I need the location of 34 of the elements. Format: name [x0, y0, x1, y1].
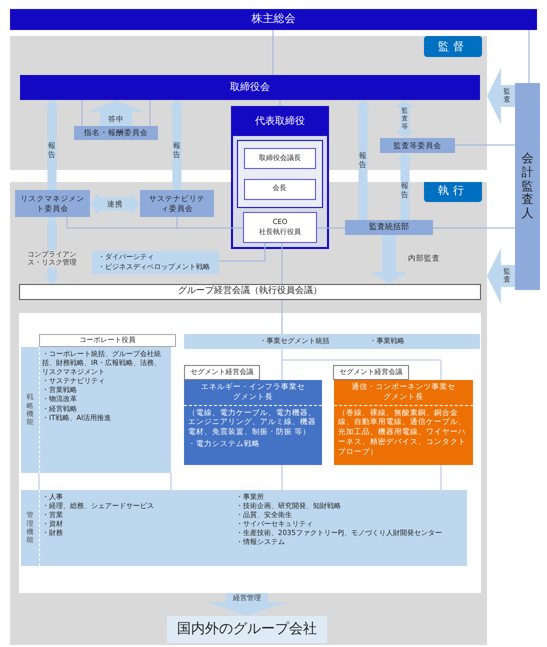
function-panel: [21, 490, 467, 566]
block-arrow: [396, 153, 414, 220]
department-box: 監査統括部: [345, 220, 433, 235]
connector-line: [272, 30, 274, 76]
column-header: [184, 334, 480, 349]
meeting-bar: グループ経営会議（執行役員会議）: [19, 284, 481, 300]
board-bar: 取締役会: [20, 75, 480, 100]
segment-box: [334, 380, 473, 465]
block-arrow: [371, 235, 407, 284]
connector-line: [82, 100, 150, 126]
note-box: [92, 251, 219, 274]
block-arrow: [395, 100, 415, 138]
block-arrow: [90, 192, 140, 216]
table-background: [19, 313, 481, 593]
auditor-bar: 会計監査人: [515, 83, 540, 290]
section-panel: [10, 182, 487, 645]
block-arrow: [207, 593, 287, 616]
segment-box: [184, 380, 322, 465]
connector-line: [218, 242, 266, 262]
block-arrow: [354, 100, 372, 220]
section-tab: 監督: [424, 36, 482, 57]
block-arrow: [487, 248, 515, 304]
block-arrow: [168, 100, 186, 190]
connector-line: [454, 144, 516, 146]
role-box: [243, 212, 317, 243]
function-panel: [21, 347, 171, 473]
connector-line: [528, 30, 530, 84]
company-box: 国内外のグループ会社: [167, 616, 327, 643]
block-arrow: [88, 100, 144, 126]
section-tab: 執行: [424, 182, 482, 202]
heading-bar: 代表取締役: [233, 108, 327, 136]
block-arrow: [44, 100, 60, 190]
meeting-bar: 株主総会: [10, 9, 537, 30]
block-arrow: [487, 68, 515, 124]
